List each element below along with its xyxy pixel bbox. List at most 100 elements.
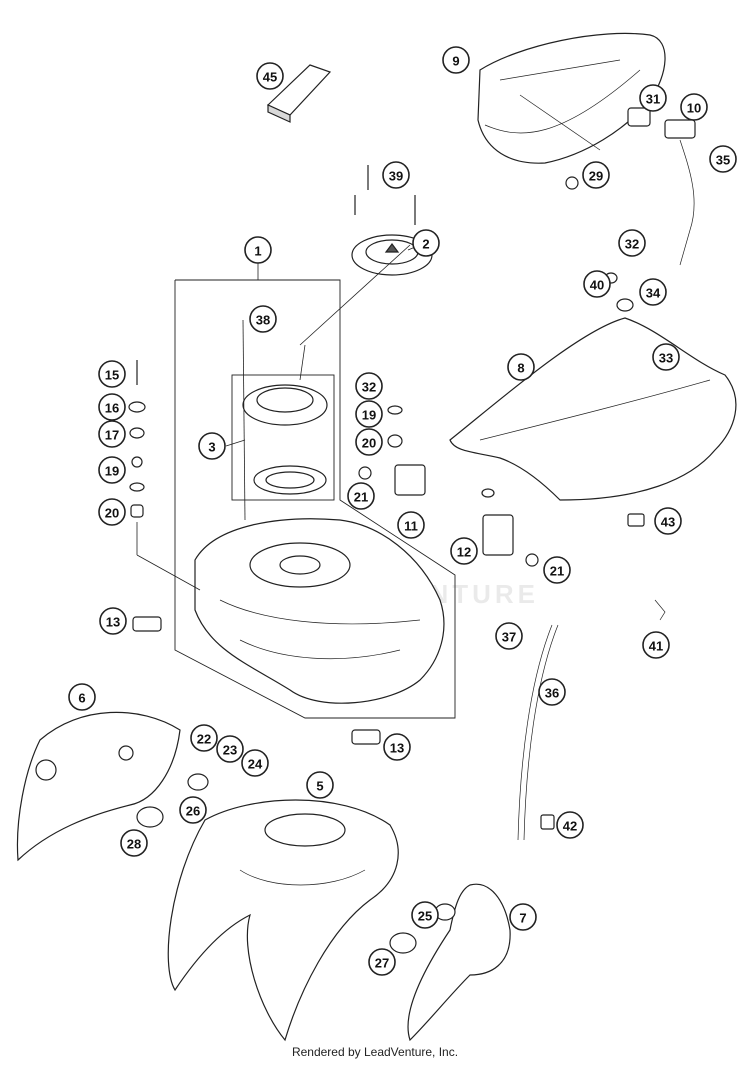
callout-circle	[583, 270, 611, 298]
callout-number: 19	[362, 408, 376, 423]
callout-27: 27	[368, 948, 396, 976]
callout-circle	[507, 353, 535, 381]
callout-number: 20	[105, 506, 119, 521]
callout-number: 45	[263, 70, 277, 85]
callout-11: 11	[397, 511, 425, 539]
callout-number: 15	[105, 368, 119, 383]
callout-circle	[244, 236, 272, 264]
callout-circle	[306, 771, 334, 799]
callout-circle	[68, 683, 96, 711]
callout-circle	[368, 948, 396, 976]
callout-circle	[639, 278, 667, 306]
callout-39: 39	[382, 161, 410, 189]
callout-6: 6	[68, 683, 96, 711]
callout-41: 41	[642, 631, 670, 659]
callout-number: 21	[354, 490, 368, 505]
callout-circle	[355, 400, 383, 428]
callout-circle	[98, 420, 126, 448]
callout-circle	[355, 372, 383, 400]
callout-number: 11	[404, 519, 418, 534]
callout-circle	[654, 507, 682, 535]
callout-number: 42	[563, 819, 577, 834]
callout-circle	[347, 482, 375, 510]
callout-24: 24	[241, 749, 269, 777]
callout-29: 29	[582, 161, 610, 189]
leader-lines	[136, 244, 421, 591]
callout-42: 42	[556, 811, 584, 839]
callout-13b: 13	[383, 733, 411, 761]
callout-circle	[652, 343, 680, 371]
callout-circle	[198, 432, 226, 460]
callout-32a: 32	[618, 229, 646, 257]
callout-40: 40	[583, 270, 611, 298]
callout-number: 5	[316, 779, 323, 794]
callout-number: 34	[646, 286, 661, 301]
callout-number: 31	[646, 92, 660, 107]
right-side-cover	[407, 883, 511, 1042]
callout-32b: 32	[355, 372, 383, 400]
callout-15: 15	[98, 360, 126, 388]
callout-number: 19	[105, 464, 119, 479]
assembly-frame	[174, 279, 456, 719]
pillion-seat	[477, 32, 666, 164]
callout-number: 40	[590, 278, 604, 293]
callout-22: 22	[190, 724, 218, 752]
callout-circle	[680, 93, 708, 121]
callout-number: 23	[223, 743, 237, 758]
callout-circle	[582, 161, 610, 189]
callout-number: 28	[127, 837, 141, 852]
tank-cover	[167, 799, 399, 1042]
callout-number: 27	[375, 956, 389, 971]
callout-number: 20	[362, 436, 376, 451]
callout-number: 13	[106, 615, 120, 630]
callout-21a: 21	[347, 482, 375, 510]
callout-circle	[241, 749, 269, 777]
callout-circle	[355, 428, 383, 456]
callout-circle	[642, 631, 670, 659]
callout-number: 43	[661, 515, 675, 530]
callout-circle	[249, 305, 277, 333]
callout-19b: 19	[355, 400, 383, 428]
left-side-cover	[16, 711, 181, 862]
callout-number: 37	[502, 630, 516, 645]
callout-23: 23	[216, 735, 244, 763]
callout-5: 5	[306, 771, 334, 799]
callout-circle	[382, 161, 410, 189]
seat-lock-cable	[517, 119, 696, 841]
callout-circle	[509, 903, 537, 931]
callout-26: 26	[179, 796, 207, 824]
fuel-pump-ring	[242, 384, 328, 495]
callout-number: 24	[248, 757, 263, 772]
callout-number: 7	[519, 911, 526, 926]
callout-number: 36	[545, 686, 559, 701]
callout-21b: 21	[543, 556, 571, 584]
callout-number: 2	[422, 237, 429, 252]
callout-circle	[216, 735, 244, 763]
callout-number: 29	[589, 169, 603, 184]
callout-43: 43	[654, 507, 682, 535]
callout-number: 13	[390, 741, 404, 756]
hardware	[128, 107, 666, 954]
callout-circle	[190, 724, 218, 752]
callout-33: 33	[652, 343, 680, 371]
callout-circle	[256, 62, 284, 90]
callout-number: 16	[105, 401, 119, 416]
callout-number: 39	[389, 169, 403, 184]
callout-9: 9	[442, 46, 470, 74]
callout-circle	[538, 678, 566, 706]
callout-circle	[397, 511, 425, 539]
callout-number: 3	[208, 440, 215, 455]
callout-31: 31	[639, 84, 667, 112]
rider-seat	[449, 317, 737, 501]
callout-circle	[411, 901, 439, 929]
callout-circle	[442, 46, 470, 74]
callout-circle	[98, 456, 126, 484]
callout-35: 35	[709, 145, 737, 173]
callout-34: 34	[639, 278, 667, 306]
callout-1: 1	[244, 236, 272, 264]
callout-number: 21	[550, 564, 564, 579]
callout-circle	[639, 84, 667, 112]
callout-number: 10	[687, 101, 701, 116]
